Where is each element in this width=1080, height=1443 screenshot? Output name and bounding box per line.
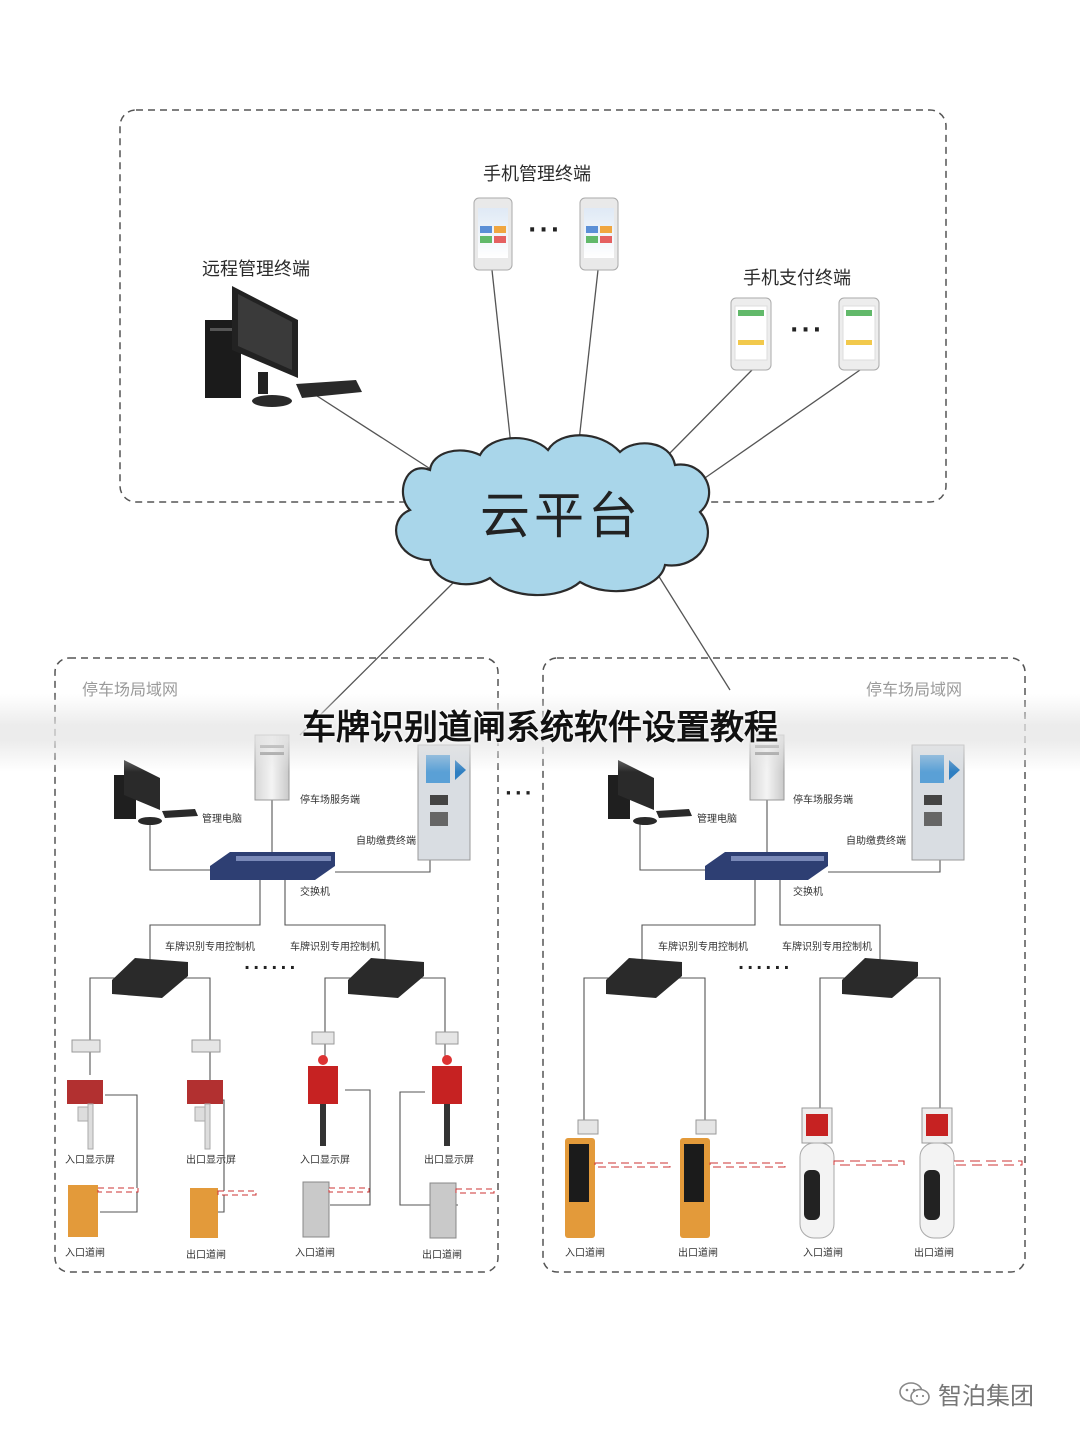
cloud-shape — [395, 434, 711, 597]
lan-right-entry-gate-1-label: 入口道闸 — [565, 1248, 605, 1259]
lan-left-exit-display-2-icon — [432, 1031, 462, 1146]
lan-left-controller-ellipsis: ······ — [244, 958, 299, 977]
lan-left-entry-gate-2-label: 入口道闸 — [295, 1248, 335, 1259]
lan-left-switch-icon — [210, 852, 335, 880]
page-title: 车牌识别道闸系统软件设置教程 — [302, 708, 778, 748]
lan-right-name: 停车场局域网 — [866, 680, 963, 699]
mobile-pay-ellipsis: ··· — [790, 318, 825, 343]
lan-right-exit-gate-1-label: 出口道闸 — [678, 1248, 718, 1259]
lan-left-entry-gate-1-icon — [68, 1185, 139, 1237]
watermark-text: 智泊集团 — [938, 1382, 1034, 1410]
lan-left-controller-a-label: 车牌识别专用控制机 — [165, 942, 255, 953]
lan-left-entry-display-1-label: 入口显示屏 — [65, 1155, 115, 1166]
lan-left-border — [54, 657, 499, 1273]
mobile-mgmt-phone-1 — [473, 197, 513, 271]
lan-right-mgmt-pc-icon — [608, 760, 692, 825]
lan-left-exit-gate-1-icon — [190, 1188, 257, 1238]
lan-left-controller-a-icon — [112, 958, 188, 998]
lan-left-entry-display-2-label: 入口显示屏 — [300, 1155, 350, 1166]
lan-left-exit-display-2-label: 出口显示屏 — [424, 1155, 474, 1166]
lan-left-entry-gate-1-label: 入口道闸 — [65, 1248, 105, 1259]
mobile-pay-terminal-label: 手机支付终端 — [743, 268, 851, 289]
lan-right-border — [542, 657, 1026, 1273]
wechat-icon — [899, 1381, 930, 1405]
lan-right-controller-a-label: 车牌识别专用控制机 — [658, 942, 748, 953]
lan-left-exit-gate-2-icon — [429, 1182, 495, 1239]
lan-left-exit-display-1-icon — [187, 1039, 223, 1150]
mobile-mgmt-ellipsis: ··· — [528, 218, 563, 243]
lan-left-entry-display-1-icon — [67, 1039, 103, 1150]
lan-right-exit-gate-2-label: 出口道闸 — [914, 1248, 954, 1259]
lan-right-switch-icon — [705, 852, 828, 880]
lan-left-exit-gate-1-label: 出口道闸 — [186, 1250, 226, 1261]
lan-right-controller-b-label: 车牌识别专用控制机 — [782, 942, 872, 953]
lan-right-entry-gate-2-label: 入口道闸 — [803, 1248, 843, 1259]
lan-left-entry-display-2-icon — [308, 1031, 338, 1146]
lan-right-exit-gate-1-icon — [680, 1119, 786, 1238]
cloud-zone-links — [299, 269, 861, 736]
lan-right-controller-b-icon — [842, 958, 918, 998]
cloud-platform-label: 云平台 — [480, 487, 642, 545]
lan-left-server-label: 停车场服务端 — [300, 795, 360, 806]
title-banner — [0, 694, 1080, 772]
watermark: 智泊集团 — [898, 1376, 1034, 1411]
lan-right-entry-gate-2-icon — [799, 1107, 905, 1239]
lan-right-mgmt-pc-label: 管理电脑 — [697, 814, 737, 825]
lan-left-controller-b-icon — [348, 958, 424, 998]
lan-right-switch-label: 交换机 — [793, 887, 823, 898]
mobile-mgmt-phone-2 — [579, 197, 619, 271]
lan-left-name: 停车场局域网 — [82, 680, 179, 699]
lan-left-kiosk-label: 自助缴费终端 — [356, 836, 416, 847]
remote-terminal-label: 远程管理终端 — [202, 259, 310, 280]
lan-right-controller-a-icon — [606, 958, 682, 998]
lan-left-exit-display-1-label: 出口显示屏 — [186, 1155, 236, 1166]
lan-right-exit-gate-2-icon — [919, 1107, 1023, 1239]
remote-pc-icon — [205, 286, 362, 407]
lan-right-entry-gate-1-icon — [565, 1119, 671, 1238]
lan-left-exit-gate-2-label: 出口道闸 — [422, 1250, 462, 1261]
mobile-mgmt-terminal-label: 手机管理终端 — [483, 164, 591, 185]
mobile-pay-phone-1 — [730, 297, 772, 371]
lan-left-controller-b-label: 车牌识别专用控制机 — [290, 942, 380, 953]
lan-left-switch-label: 交换机 — [300, 887, 330, 898]
lan-right-kiosk-label: 自助缴费终端 — [846, 836, 906, 847]
lan-left-entry-gate-2-icon — [302, 1181, 370, 1238]
lan-left-mgmt-pc-icon — [114, 760, 198, 825]
lan-right-server-label: 停车场服务端 — [793, 795, 853, 806]
lan-right-controller-ellipsis: ······ — [738, 958, 793, 977]
lan-left-mgmt-pc-label: 管理电脑 — [202, 814, 242, 825]
mobile-pay-phone-2 — [838, 297, 880, 371]
lan-between-ellipsis: ··· — [505, 783, 535, 804]
